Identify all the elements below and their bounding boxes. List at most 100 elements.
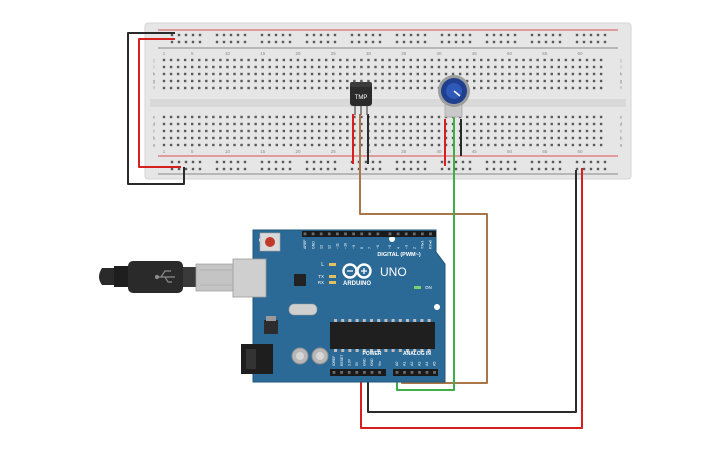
rail-hole[interactable]: [267, 33, 271, 37]
breadboard-hole[interactable]: [508, 79, 511, 83]
breadboard-hole[interactable]: [247, 115, 250, 119]
rail-hole[interactable]: [447, 40, 451, 44]
rail-hole[interactable]: [312, 167, 316, 171]
breadboard-hole[interactable]: [465, 79, 469, 83]
breadboard-hole[interactable]: [261, 79, 264, 83]
rail-hole[interactable]: [305, 160, 309, 164]
breadboard-hole[interactable]: [332, 65, 335, 69]
breadboard-hole[interactable]: [268, 136, 271, 140]
breadboard-hole[interactable]: [529, 143, 532, 147]
breadboard-hole[interactable]: [296, 136, 300, 140]
breadboard-hole[interactable]: [423, 86, 427, 90]
rail-hole[interactable]: [485, 40, 489, 44]
breadboard-hole[interactable]: [536, 65, 539, 69]
breadboard-hole[interactable]: [423, 58, 427, 62]
breadboard-hole[interactable]: [282, 58, 286, 62]
breadboard-hole[interactable]: [444, 58, 448, 62]
breadboard-hole[interactable]: [268, 58, 271, 62]
breadboard-hole[interactable]: [212, 143, 215, 147]
breadboard-hole[interactable]: [261, 115, 264, 119]
rail-hole[interactable]: [596, 33, 600, 37]
breadboard-hole[interactable]: [303, 129, 307, 133]
header-pin[interactable]: [412, 232, 416, 236]
breadboard-hole[interactable]: [261, 86, 264, 90]
breadboard-hole[interactable]: [353, 136, 356, 140]
breadboard-hole[interactable]: [339, 86, 342, 90]
rail-hole[interactable]: [544, 40, 548, 44]
breadboard-hole[interactable]: [247, 58, 250, 62]
breadboard-hole[interactable]: [599, 129, 603, 133]
rail-hole[interactable]: [260, 160, 264, 164]
breadboard-hole[interactable]: [473, 86, 476, 90]
breadboard-hole[interactable]: [176, 58, 180, 62]
breadboard-hole[interactable]: [162, 115, 166, 119]
breadboard-hole[interactable]: [480, 79, 483, 83]
breadboard-hole[interactable]: [254, 79, 257, 83]
breadboard-hole[interactable]: [226, 72, 229, 76]
breadboard-hole[interactable]: [198, 79, 201, 83]
breadboard-hole[interactable]: [226, 65, 229, 69]
breadboard-hole[interactable]: [332, 143, 335, 147]
breadboard-hole[interactable]: [339, 79, 342, 83]
rail-hole[interactable]: [288, 167, 292, 171]
rail-hole[interactable]: [267, 40, 271, 44]
breadboard-hole[interactable]: [529, 72, 532, 76]
breadboard-hole[interactable]: [430, 122, 434, 126]
breadboard-hole[interactable]: [317, 122, 321, 126]
breadboard-hole[interactable]: [508, 129, 511, 133]
breadboard-hole[interactable]: [275, 58, 278, 62]
breadboard-hole[interactable]: [353, 65, 356, 69]
breadboard-hole[interactable]: [162, 79, 166, 83]
header-pin[interactable]: [368, 232, 372, 236]
wire-red-rail-jumper[interactable]: [138, 38, 181, 168]
breadboard-hole[interactable]: [487, 86, 490, 90]
breadboard-hole[interactable]: [388, 72, 391, 76]
breadboard-hole[interactable]: [212, 122, 215, 126]
breadboard-hole[interactable]: [169, 122, 173, 126]
rail-hole[interactable]: [454, 33, 458, 37]
breadboard-hole[interactable]: [275, 72, 278, 76]
breadboard-hole[interactable]: [501, 143, 504, 147]
header-pin[interactable]: [303, 232, 307, 236]
breadboard-hole[interactable]: [317, 79, 321, 83]
breadboard-hole[interactable]: [487, 65, 490, 69]
header-pin[interactable]: [355, 371, 359, 374]
breadboard-hole[interactable]: [205, 122, 208, 126]
rail-hole[interactable]: [333, 40, 337, 44]
breadboard-hole[interactable]: [226, 122, 229, 126]
breadboard-hole[interactable]: [233, 129, 236, 133]
breadboard-hole[interactable]: [183, 86, 187, 90]
breadboard-hole[interactable]: [437, 143, 441, 147]
rail-hole[interactable]: [485, 160, 489, 164]
breadboard-hole[interactable]: [564, 136, 568, 140]
breadboard-hole[interactable]: [571, 79, 575, 83]
breadboard-hole[interactable]: [212, 65, 215, 69]
breadboard-hole[interactable]: [402, 72, 405, 76]
breadboard-hole[interactable]: [592, 72, 596, 76]
rail-hole[interactable]: [260, 167, 264, 171]
rail-hole[interactable]: [364, 40, 368, 44]
rail-hole[interactable]: [454, 40, 458, 44]
breadboard-hole[interactable]: [571, 115, 575, 119]
breadboard-hole[interactable]: [388, 86, 391, 90]
breadboard-hole[interactable]: [247, 122, 250, 126]
breadboard-hole[interactable]: [473, 115, 476, 119]
breadboard-hole[interactable]: [233, 115, 236, 119]
breadboard-hole[interactable]: [374, 115, 377, 119]
rail-hole[interactable]: [582, 33, 586, 37]
breadboard-hole[interactable]: [247, 143, 250, 147]
breadboard-hole[interactable]: [191, 86, 194, 90]
breadboard-hole[interactable]: [388, 79, 391, 83]
breadboard-hole[interactable]: [599, 86, 603, 90]
rail-hole[interactable]: [416, 160, 420, 164]
breadboard-hole[interactable]: [303, 65, 307, 69]
breadboard-hole[interactable]: [183, 72, 187, 76]
breadboard-hole[interactable]: [571, 86, 575, 90]
breadboard-hole[interactable]: [381, 79, 384, 83]
breadboard-hole[interactable]: [219, 122, 222, 126]
breadboard-hole[interactable]: [183, 122, 187, 126]
breadboard-hole[interactable]: [317, 58, 321, 62]
breadboard-hole[interactable]: [176, 72, 180, 76]
